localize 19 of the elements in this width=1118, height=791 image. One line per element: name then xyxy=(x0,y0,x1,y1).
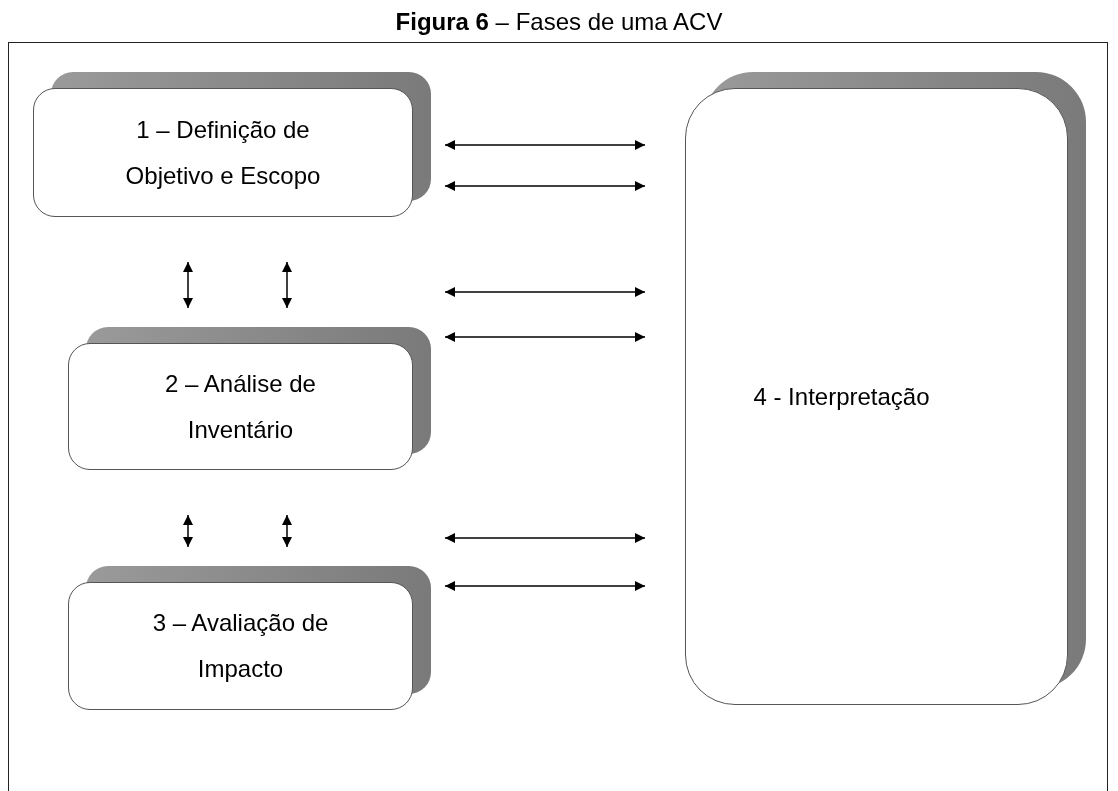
double-arrow xyxy=(282,514,292,548)
double-arrow xyxy=(444,181,646,191)
box-label: 1 – Definição de Objetivo e Escopo xyxy=(124,114,322,191)
rounded-box xyxy=(68,582,413,710)
box-label: 3 – Avaliação de Impacto xyxy=(151,608,330,684)
rounded-box xyxy=(33,88,413,217)
rounded-box xyxy=(685,88,1068,705)
box-label: 4 - Interpretação xyxy=(753,381,930,412)
double-arrow xyxy=(444,332,646,342)
box-label: 2 – Análise de Inventário xyxy=(164,368,317,445)
figure-title: Figura 6 – Fases de uma ACV xyxy=(395,8,723,36)
double-arrow xyxy=(444,581,646,591)
rounded-box xyxy=(68,343,413,470)
double-arrow xyxy=(282,261,292,309)
double-arrow xyxy=(444,533,646,543)
double-arrow xyxy=(183,514,193,548)
double-arrow xyxy=(183,261,193,309)
double-arrow xyxy=(444,287,646,297)
double-arrow xyxy=(444,140,646,150)
